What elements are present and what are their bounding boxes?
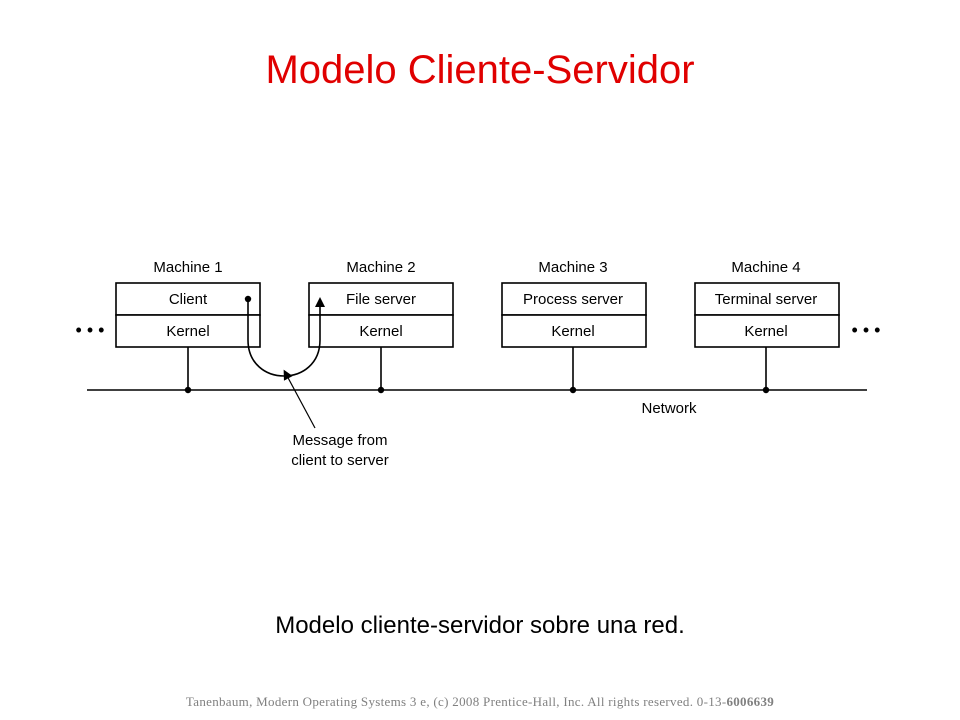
machine-label: Machine 3 xyxy=(538,259,607,276)
ellipsis-right: • • • xyxy=(852,320,881,340)
message-pointer xyxy=(283,369,316,429)
kernel-label: Kernel xyxy=(551,323,594,340)
process-label: Client xyxy=(169,291,208,308)
message-label-line2: client to server xyxy=(291,452,389,469)
footer-text: Tanenbaum, Modern Operating Systems 3 e,… xyxy=(185,694,727,709)
process-box xyxy=(694,282,840,316)
kernel-label: Kernel xyxy=(359,323,402,340)
slide-footer: Tanenbaum, Modern Operating Systems 3 e,… xyxy=(0,694,960,710)
network-label: Network xyxy=(641,400,697,417)
slide-title: Modelo Cliente-Servidor xyxy=(265,48,695,92)
kernel-label: Kernel xyxy=(166,323,209,340)
machine-4: Machine 4 Terminal server Kernel xyxy=(694,259,840,394)
footer-code: 6006639 xyxy=(726,694,775,709)
machine-2: Machine 2 File server Kernel xyxy=(308,259,454,394)
kernel-box xyxy=(694,314,840,348)
process-label: Terminal server xyxy=(715,291,818,308)
machine-label: Machine 4 xyxy=(731,259,800,276)
process-box xyxy=(115,282,261,316)
process-box xyxy=(308,282,454,316)
message-label-line1: Message from xyxy=(292,432,387,449)
machine-label: Machine 2 xyxy=(346,259,415,276)
kernel-box xyxy=(115,314,261,348)
slide-caption: Modelo cliente-servidor sobre una red. xyxy=(275,612,685,639)
machine-label: Machine 1 xyxy=(153,259,222,276)
kernel-box xyxy=(501,314,647,348)
machine-1: Machine 1 Client Kernel xyxy=(115,259,261,394)
ellipsis-left: • • • xyxy=(76,320,105,340)
process-box xyxy=(501,282,647,316)
process-label: Process server xyxy=(523,291,623,308)
process-label: File server xyxy=(346,291,416,308)
machine-3: Machine 3 Process server Kernel xyxy=(501,259,647,394)
kernel-label: Kernel xyxy=(744,323,787,340)
